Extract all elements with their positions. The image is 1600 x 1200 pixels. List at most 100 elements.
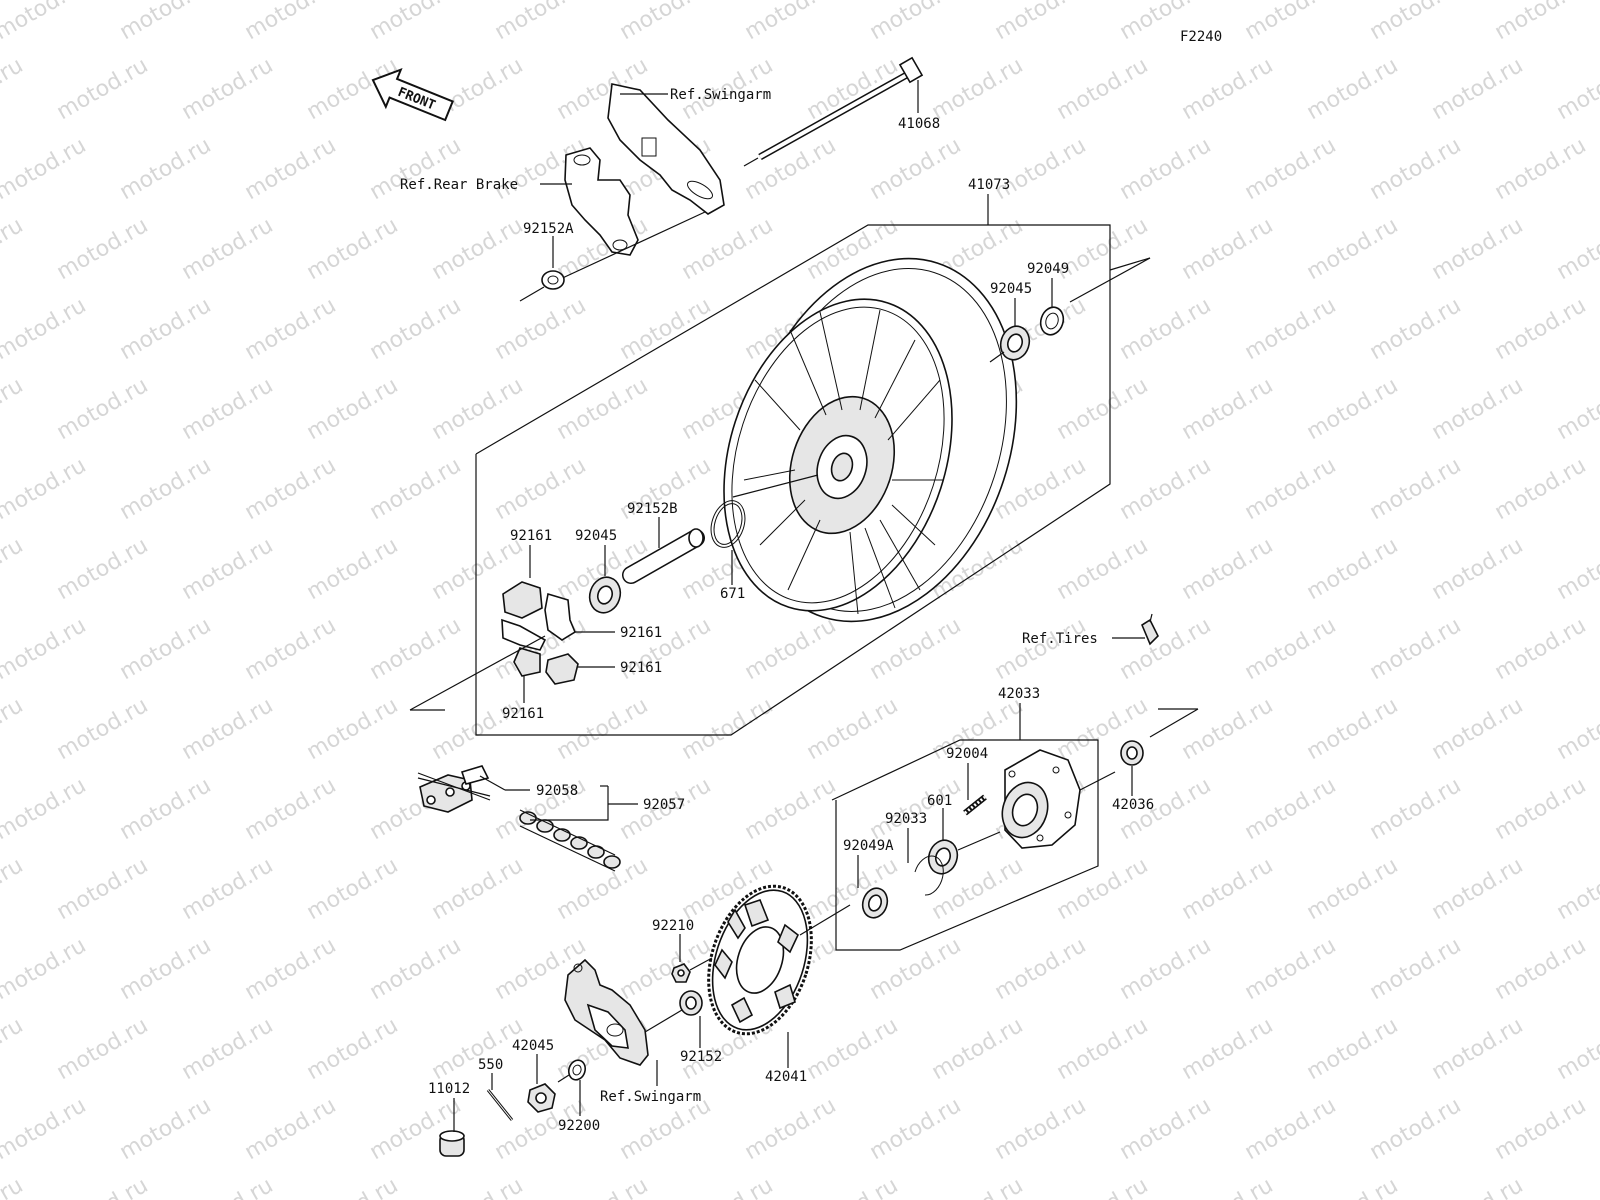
watermark-text: motod.ru <box>178 1173 278 1200</box>
label-92004: 92004 <box>946 746 988 762</box>
watermark-text: motod.ru <box>241 453 341 525</box>
watermark-text: motod.ru <box>741 1093 841 1165</box>
watermark-text: motod.ru <box>616 293 716 365</box>
watermark-text: motod.ru <box>553 693 653 765</box>
label-671: 671 <box>720 586 745 602</box>
watermark-text: motod.ru <box>53 853 153 925</box>
watermark-text: motod.ru <box>366 0 466 45</box>
watermark-text: motod.ru <box>303 213 403 285</box>
caliper-bracket-bottom <box>564 958 649 1066</box>
watermark-text: motod.ru <box>428 853 528 925</box>
watermark-text: motod.ru <box>1053 533 1153 605</box>
watermark-text: motod.ru <box>1553 853 1600 925</box>
watermark-text: motod.ru <box>991 613 1091 685</box>
watermark-text: motod.ru <box>116 933 216 1005</box>
watermark-text: motod.ru <box>1553 1013 1600 1085</box>
watermark-text: motod.ru <box>1428 693 1528 765</box>
caliper-bracket-top <box>540 83 725 282</box>
watermark-text: motod.ru <box>1178 1013 1278 1085</box>
watermark-text: motod.ru <box>1553 53 1600 125</box>
watermark-text: motod.ru <box>678 213 778 285</box>
watermark-text: motod.ru <box>1303 1013 1403 1085</box>
watermark-text: motod.ru <box>1428 373 1528 445</box>
nut-92210 <box>671 957 713 983</box>
watermark-text: motod.ru <box>1428 533 1528 605</box>
watermark-text: motod.ru <box>866 0 966 45</box>
label-92049: 92049 <box>1027 261 1069 277</box>
label-92161-bottom: 92161 <box>502 706 544 722</box>
watermark-text: motod.ru <box>0 213 27 285</box>
cap-11012 <box>439 1130 465 1157</box>
axle-41068 <box>743 56 924 167</box>
label-92152: 92152 <box>680 1049 722 1065</box>
seal-92049 <box>1039 306 1065 336</box>
watermark-text: motod.ru <box>116 133 216 205</box>
watermark-text: motod.ru <box>1428 853 1528 925</box>
watermark-text: motod.ru <box>803 1013 903 1085</box>
wheel-assembly-frame <box>475 194 1111 736</box>
label-92161-mid: 92161 <box>620 625 662 641</box>
watermark-text: motod.ru <box>1553 213 1600 285</box>
watermark-text: motod.ru <box>366 933 466 1005</box>
watermark-text: motod.ru <box>53 213 153 285</box>
watermark-text: motod.ru <box>1428 53 1528 125</box>
watermark-text: motod.ru <box>1178 373 1278 445</box>
watermark-text: motod.ru <box>1428 1013 1528 1085</box>
watermark-text: motod.ru <box>1241 0 1341 45</box>
watermark-text: motod.ru <box>1366 293 1466 365</box>
watermark-text: motod.ru <box>1366 133 1466 205</box>
watermark-text: motod.ru <box>178 693 278 765</box>
label-92152b: 92152B <box>627 501 678 517</box>
watermark-text: motod.ru <box>428 693 528 765</box>
bearing-601 <box>927 831 1001 875</box>
watermark-text: motod.ru <box>1428 213 1528 285</box>
watermark-text: motod.ru <box>1303 533 1403 605</box>
watermark-text: motod.ru <box>1366 773 1466 845</box>
label-92161-top: 92161 <box>510 528 552 544</box>
watermark-text: motod.ru <box>1491 133 1591 205</box>
watermark-text: motod.ru <box>428 373 528 445</box>
label-92049a: 92049A <box>843 838 894 854</box>
watermark-text: motod.ru <box>116 773 216 845</box>
watermark-text: motod.ru <box>678 1173 778 1200</box>
label-42041: 42041 <box>765 1069 807 1085</box>
watermark-text: motod.ru <box>1366 453 1466 525</box>
watermark-text: motod.ru <box>428 1173 528 1200</box>
seal-92049a <box>861 887 889 919</box>
watermark-text: motod.ru <box>1053 1013 1153 1085</box>
cotter-pin-550 <box>486 1089 514 1121</box>
watermark-text: motod.ru <box>553 1173 653 1200</box>
watermark-text: motod.ru <box>0 773 90 845</box>
watermark-text: motod.ru <box>1366 613 1466 685</box>
watermark-text: motod.ru <box>1241 453 1341 525</box>
watermark-text: motod.ru <box>1178 693 1278 765</box>
watermark-text: motod.ru <box>241 613 341 685</box>
watermark-text: motod.ru <box>366 133 466 205</box>
watermark-text: motod.ru <box>928 1173 1028 1200</box>
watermark-text: motod.ru <box>241 933 341 1005</box>
watermark-text: motod.ru <box>1491 613 1591 685</box>
watermark-text: motod.ru <box>428 213 528 285</box>
watermark-text: motod.ru <box>178 213 278 285</box>
watermark-text: motod.ru <box>1491 293 1591 365</box>
watermark-text: motod.ru <box>1241 613 1341 685</box>
watermark-text: motod.ru <box>303 693 403 765</box>
watermark-text: motod.ru <box>991 133 1091 205</box>
label-11012: 11012 <box>428 1081 470 1097</box>
watermark-text: motod.ru <box>1241 133 1341 205</box>
watermark-text: motod.ru <box>1053 373 1153 445</box>
watermark-text: motod.ru <box>241 293 341 365</box>
figure-code: F2240 <box>1180 29 1222 45</box>
watermark-text: motod.ru <box>1116 133 1216 205</box>
watermark-text: motod.ru <box>1053 1173 1153 1200</box>
watermark-text: motod.ru <box>1303 693 1403 765</box>
watermark-text: motod.ru <box>678 693 778 765</box>
watermark-text: motod.ru <box>1491 773 1591 845</box>
collar-92152b <box>622 528 705 584</box>
watermark-text: motod.ru <box>991 1093 1091 1165</box>
watermark-text: motod.ru <box>303 373 403 445</box>
watermark-text: motod.ru <box>803 853 903 925</box>
watermark-text: motod.ru <box>366 453 466 525</box>
watermark-text: motod.ru <box>53 1013 153 1085</box>
washer-92200 <box>557 1059 587 1083</box>
